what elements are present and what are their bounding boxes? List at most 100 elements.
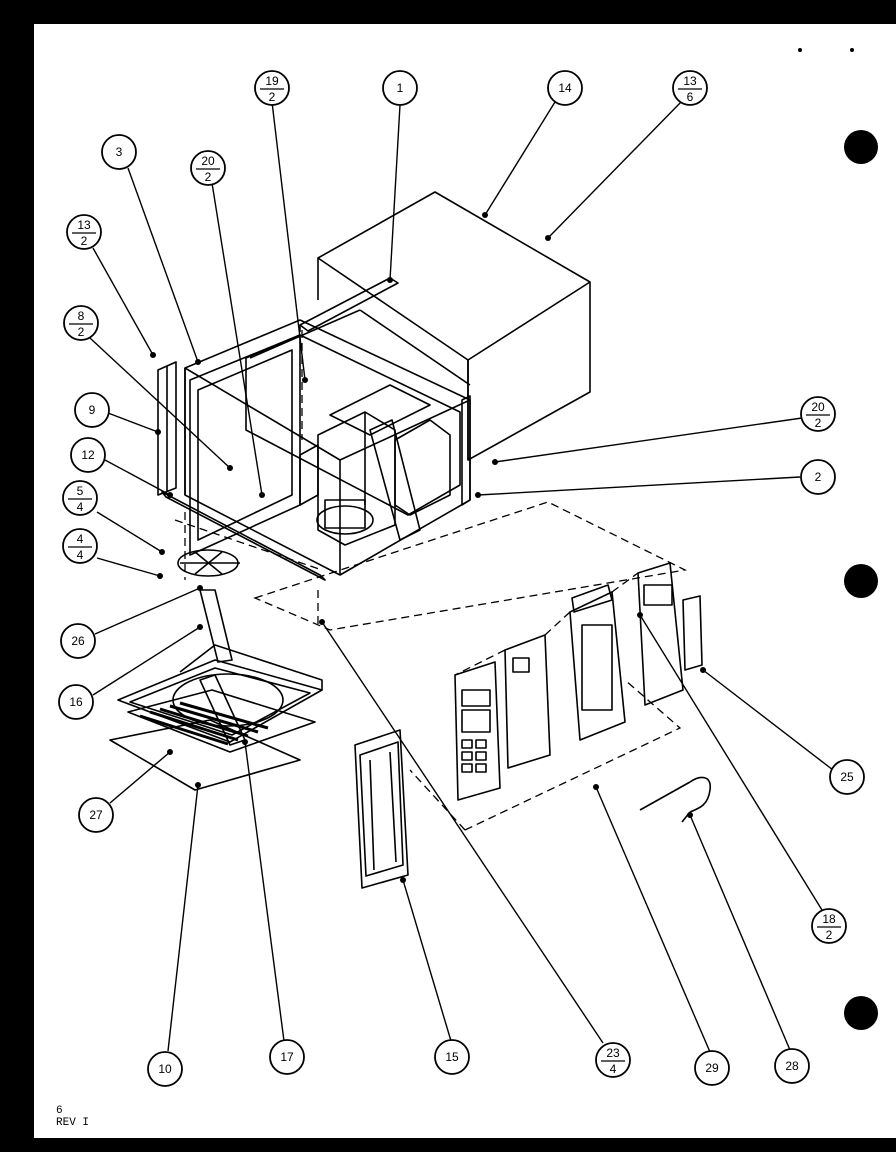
callout-number: 14 xyxy=(558,81,572,95)
leader-9 xyxy=(107,412,159,433)
callout-5-4: 54 xyxy=(62,480,98,516)
callout-number: 13 xyxy=(683,74,697,88)
callout-number: 25 xyxy=(840,770,854,784)
leader-8-2 xyxy=(89,337,231,469)
keypad-panel xyxy=(454,661,501,801)
callout-number: 12 xyxy=(81,448,95,462)
leader-25 xyxy=(702,669,834,771)
callout-number: 19 xyxy=(265,74,279,88)
callout-8-2: 82 xyxy=(63,305,99,341)
callout-number: 5 xyxy=(77,484,84,498)
callout-number: 15 xyxy=(445,1050,459,1064)
callout-page-ref: 2 xyxy=(269,90,276,104)
callout-16: 16 xyxy=(58,684,94,720)
leader-28 xyxy=(689,814,791,1051)
leader-23-4 xyxy=(321,621,604,1044)
callout-9: 9 xyxy=(74,392,110,428)
temperature-probe xyxy=(639,776,711,823)
callout-page-ref: 4 xyxy=(77,500,84,514)
callout-number: 8 xyxy=(78,309,85,323)
leader-17 xyxy=(244,741,285,1042)
leader-16 xyxy=(92,626,201,696)
callout-number: 23 xyxy=(606,1046,620,1060)
callout-3: 3 xyxy=(101,134,137,170)
leader-19-2 xyxy=(271,101,306,381)
callout-23-4: 234 xyxy=(595,1042,631,1078)
bottom-cover xyxy=(109,719,301,791)
callout-page-ref: 6 xyxy=(687,90,694,104)
leader-15 xyxy=(402,879,452,1042)
callout-number: 17 xyxy=(280,1050,294,1064)
callout-number: 27 xyxy=(89,808,103,822)
stirrer-shaft xyxy=(199,589,233,663)
callout-page-ref: 2 xyxy=(815,416,822,430)
callout-number: 18 xyxy=(822,912,836,926)
callout-page-ref: 4 xyxy=(77,548,84,562)
callout-13-6: 136 xyxy=(672,70,708,106)
callout-number: 16 xyxy=(69,695,83,709)
grille-plate xyxy=(127,689,316,753)
callout-page-ref: 2 xyxy=(81,234,88,248)
top-rail xyxy=(299,277,399,332)
leader-4-4 xyxy=(96,557,161,577)
callout-20-2: 202 xyxy=(190,150,226,186)
callout-number: 26 xyxy=(71,634,85,648)
callout-page-ref: 4 xyxy=(610,1062,617,1076)
callout-number: 9 xyxy=(89,403,96,417)
callout-12: 12 xyxy=(70,437,106,473)
callout-1: 1 xyxy=(382,70,418,106)
callout-number: 10 xyxy=(158,1062,172,1076)
leader-5-4 xyxy=(96,511,163,553)
callout-19-2: 192 xyxy=(254,70,290,106)
callout-number: 3 xyxy=(116,145,123,159)
leader-26 xyxy=(94,587,201,635)
callout-13-2: 132 xyxy=(66,214,102,250)
side-strip xyxy=(157,361,177,496)
revision-label: REV I xyxy=(56,1117,90,1129)
callout-29: 29 xyxy=(694,1050,730,1086)
outer-cabinet xyxy=(317,191,591,461)
leader-2 xyxy=(477,476,801,496)
circuit-board xyxy=(569,584,626,741)
callout-number: 20 xyxy=(811,400,825,414)
callout-number: 20 xyxy=(201,154,215,168)
leader-13-2 xyxy=(92,247,154,356)
callout-4-4: 44 xyxy=(62,528,98,564)
assembly-guide-lines xyxy=(174,330,688,831)
binder-hole-top xyxy=(844,130,878,164)
callout-28: 28 xyxy=(774,1048,810,1084)
callout-10: 10 xyxy=(147,1051,183,1087)
callout-number: 13 xyxy=(77,218,91,232)
leader-29 xyxy=(595,786,711,1053)
control-bracket xyxy=(637,562,703,706)
callout-number: 2 xyxy=(815,470,822,484)
callout-number: 4 xyxy=(77,532,84,546)
leader-1 xyxy=(389,104,401,281)
backing-plate xyxy=(504,634,551,769)
leader-20-2-upper xyxy=(211,182,263,496)
binder-holes xyxy=(798,48,878,1030)
callout-20-2: 202 xyxy=(800,396,836,432)
callout-2: 2 xyxy=(800,459,836,495)
leader-18-2 xyxy=(639,614,823,911)
callout-26: 26 xyxy=(60,623,96,659)
callout-27: 27 xyxy=(78,797,114,833)
leader-27 xyxy=(109,751,171,804)
bottom-rail xyxy=(161,491,326,581)
leader-20-2-right xyxy=(494,417,803,463)
callout-18-2: 182 xyxy=(811,908,847,944)
callout-number: 28 xyxy=(785,1059,799,1073)
sheet-number: 6 xyxy=(56,1105,63,1117)
leader-lines xyxy=(89,99,834,1053)
callout-page-ref: 2 xyxy=(78,325,85,339)
callout-page-ref: 2 xyxy=(826,928,833,942)
callout-17: 17 xyxy=(269,1039,305,1075)
leader-3 xyxy=(127,167,199,363)
callout-number: 29 xyxy=(705,1061,719,1075)
binder-hole-bottom xyxy=(844,996,878,1030)
stirrer-fan xyxy=(177,549,240,577)
leader-arrowheads xyxy=(150,212,706,883)
